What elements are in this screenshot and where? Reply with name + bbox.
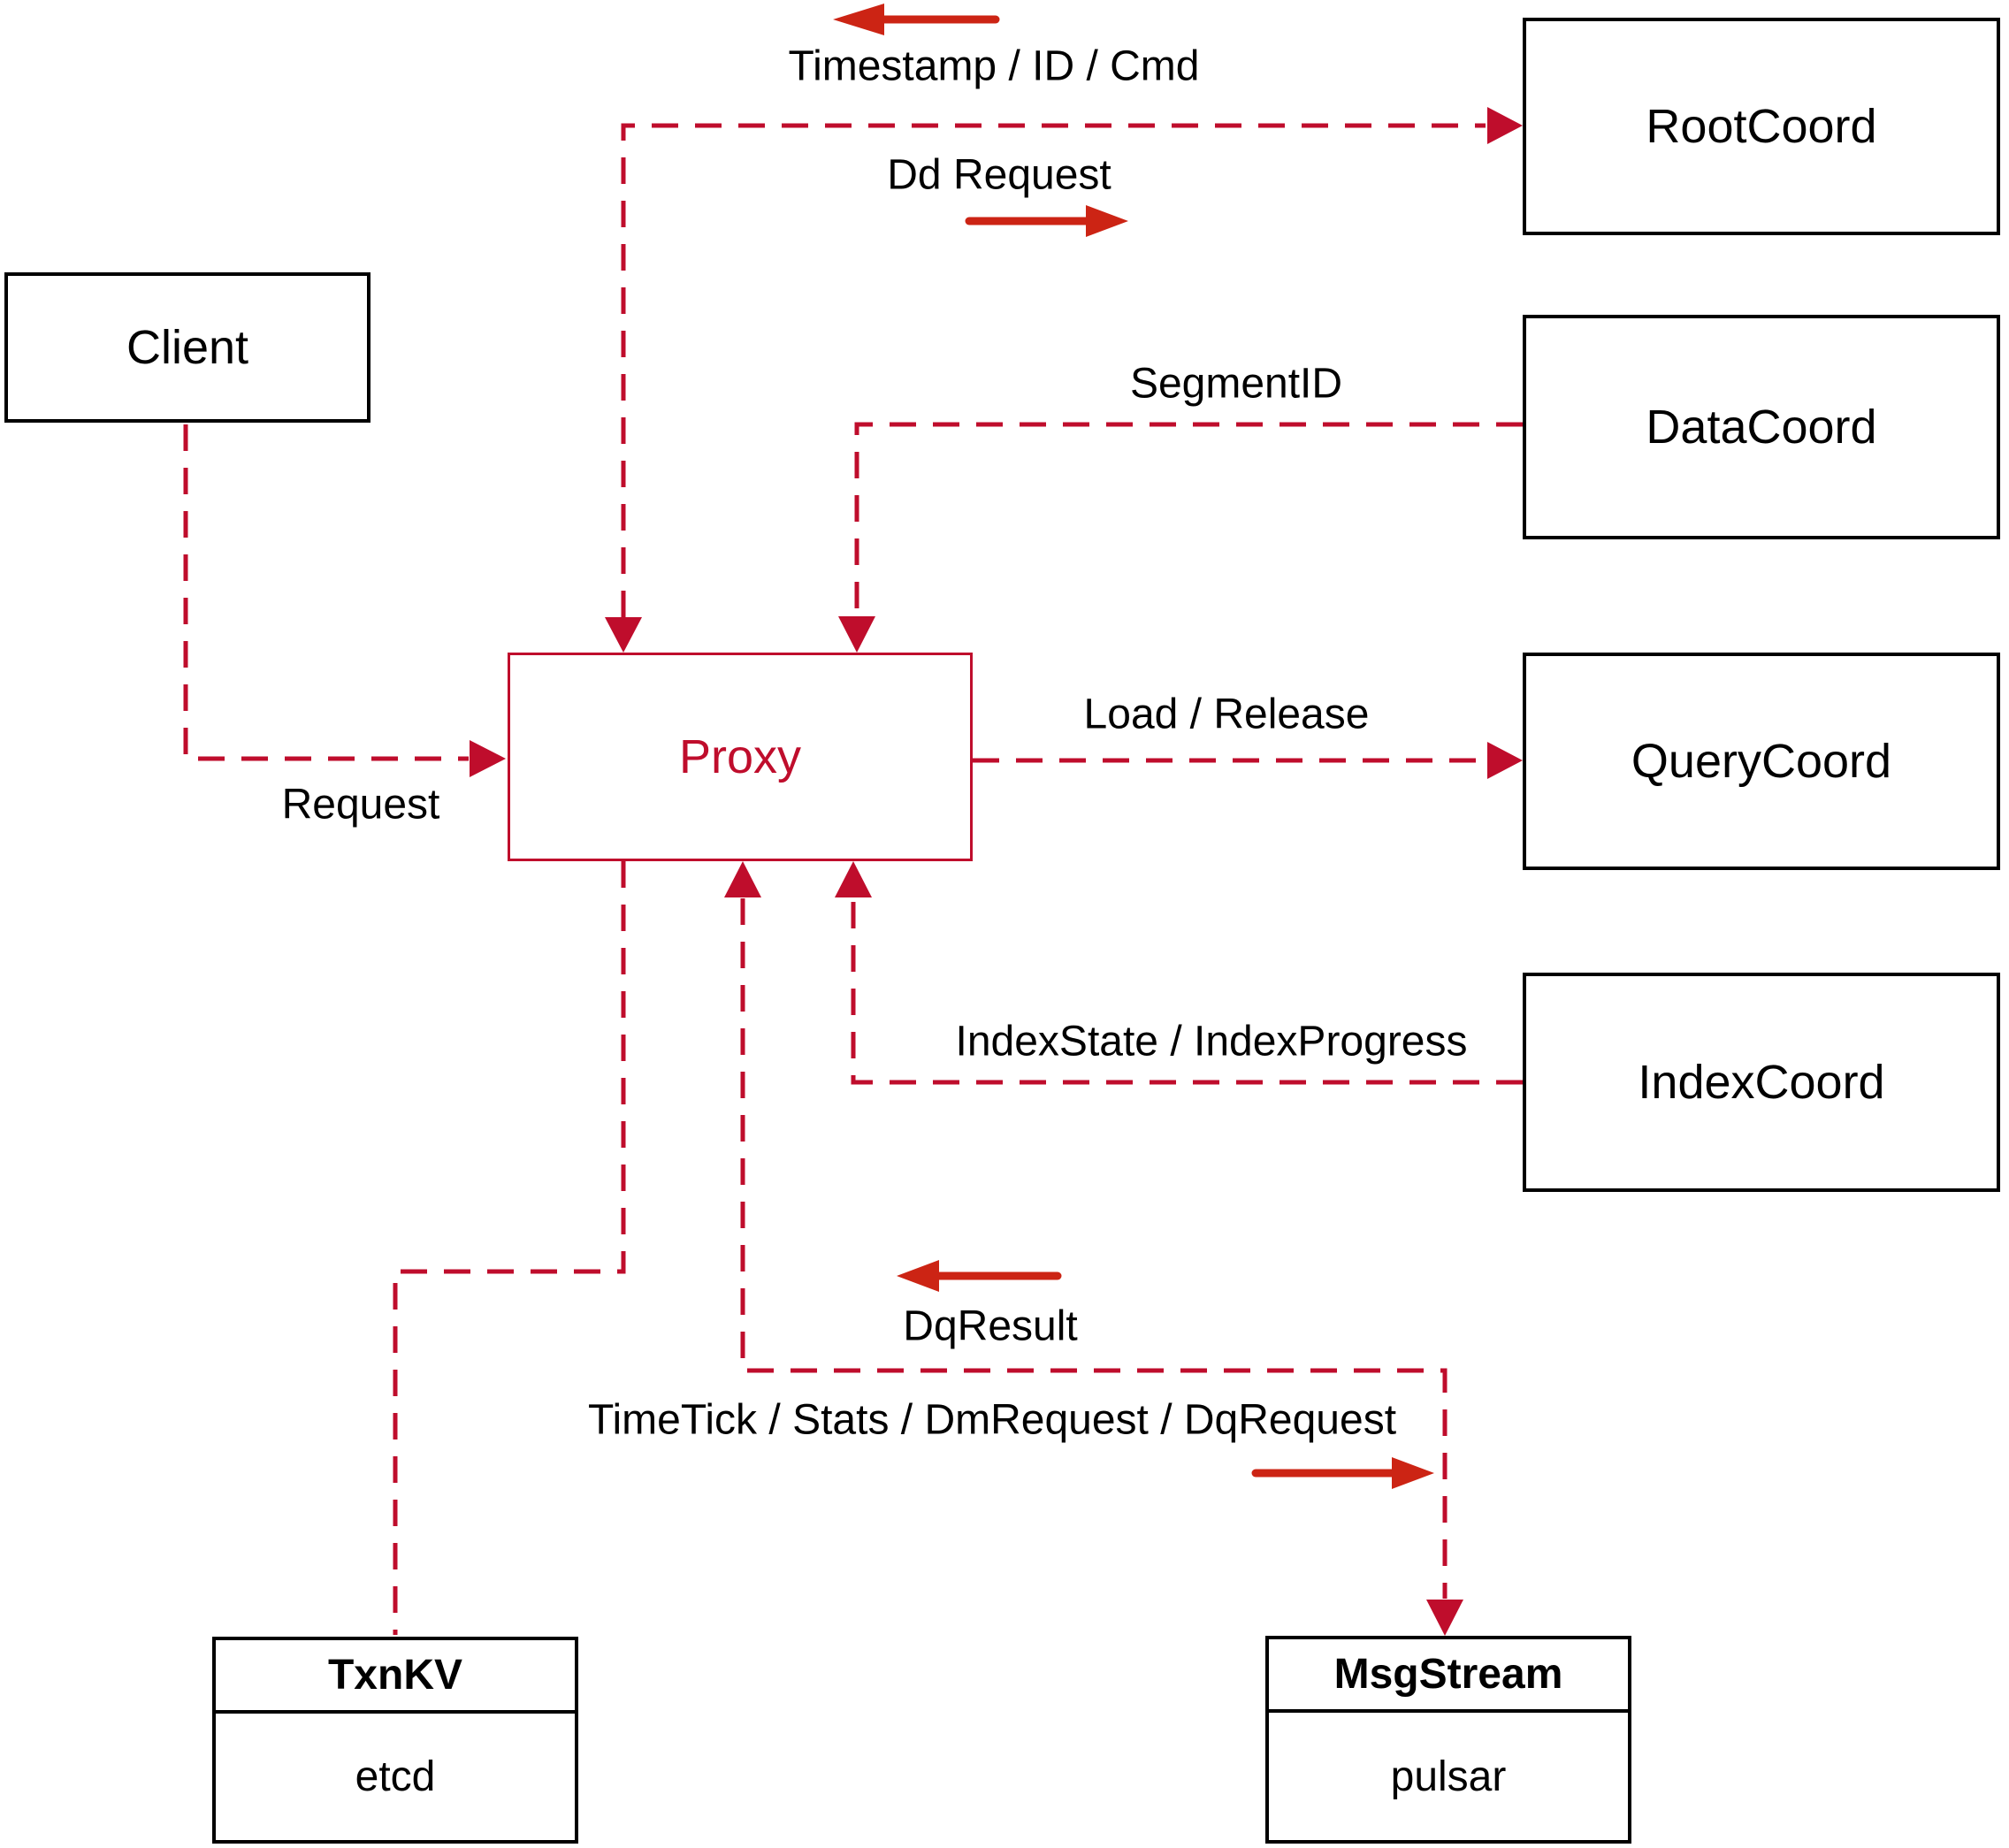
node-client-label: Client: [126, 321, 249, 374]
edge-client-proxy-line: [183, 424, 469, 761]
arrow-up-icon: [724, 861, 761, 897]
arrow-left-icon: [897, 1260, 939, 1292]
edge-label-timestamp-id-cmd: Timestamp / ID / Cmd: [788, 42, 1200, 90]
edge-label-request: Request: [281, 781, 440, 829]
arrow-down-icon: [1426, 1600, 1463, 1636]
arrow-right-icon: [1487, 742, 1523, 779]
edge-label-dq-result: DqResult: [903, 1302, 1078, 1350]
node-msgstream: MsgStream pulsar: [1265, 1636, 1631, 1844]
node-querycoord-label: QueryCoord: [1631, 735, 1892, 788]
edge-label-dd-request: Dd Request: [887, 151, 1111, 199]
flow-left-arrow-icon: [833, 4, 1000, 35]
arrow-right-icon: [470, 740, 506, 777]
arrow-right-icon: [1086, 205, 1128, 237]
flow-right-arrow-icon: [965, 205, 1128, 237]
node-rootcoord-label: RootCoord: [1646, 100, 1877, 153]
node-querycoord: QueryCoord: [1523, 653, 2000, 870]
edge-proxy-txnkv: [393, 861, 626, 1635]
node-msgstream-subtitle: pulsar: [1390, 1753, 1507, 1800]
arrow-up-icon: [835, 861, 872, 897]
arrow-down-icon: [605, 617, 642, 653]
node-datacoord: DataCoord: [1523, 315, 2000, 539]
node-indexcoord-label: IndexCoord: [1638, 1056, 1885, 1109]
arrow-left-icon: [833, 4, 884, 35]
edge-client-proxy: [183, 424, 506, 777]
node-client: Client: [4, 272, 370, 423]
edge-label-segment-id: SegmentID: [1129, 360, 1343, 408]
edge-proxy-msgstream-line: [740, 898, 1448, 1599]
node-datacoord-label: DataCoord: [1646, 401, 1877, 454]
arrow-down-icon: [838, 616, 875, 653]
edge-datacoord-proxy: [838, 422, 1523, 653]
node-txnkv-subtitle: etcd: [355, 1753, 436, 1800]
edge-proxy-txnkv-line: [393, 861, 626, 1635]
arrow-right-icon: [1487, 107, 1523, 144]
node-proxy: Proxy: [508, 653, 973, 861]
edge-datacoord-proxy-line: [854, 422, 1523, 615]
edge-label-timetick-stats: TimeTick / Stats / DmRequest / DqRequest: [587, 1396, 1397, 1444]
node-txnkv-title: TxnKV: [216, 1640, 575, 1714]
flow-right-arrow-icon: [1251, 1457, 1434, 1489]
edge-label-load-release: Load / Release: [1083, 691, 1370, 738]
node-txnkv: TxnKV etcd: [212, 1637, 578, 1844]
edge-proxy-msgstream: [724, 861, 1463, 1636]
edge-proxy-rootcoord-line: [621, 123, 1486, 617]
node-msgstream-title: MsgStream: [1269, 1639, 1628, 1713]
edge-proxy-querycoord: [973, 742, 1523, 779]
edge-label-index-state-progress: IndexState / IndexProgress: [955, 1018, 1468, 1065]
node-proxy-label: Proxy: [678, 730, 802, 783]
arrow-right-icon: [1392, 1457, 1434, 1489]
edge-proxy-rootcoord: [605, 107, 1523, 653]
flow-left-arrow-icon: [897, 1260, 1062, 1292]
node-indexcoord: IndexCoord: [1523, 973, 2000, 1192]
edge-indexcoord-proxy: [835, 861, 1523, 1085]
edge-indexcoord-proxy-line: [851, 898, 1523, 1085]
node-rootcoord: RootCoord: [1523, 18, 2000, 235]
